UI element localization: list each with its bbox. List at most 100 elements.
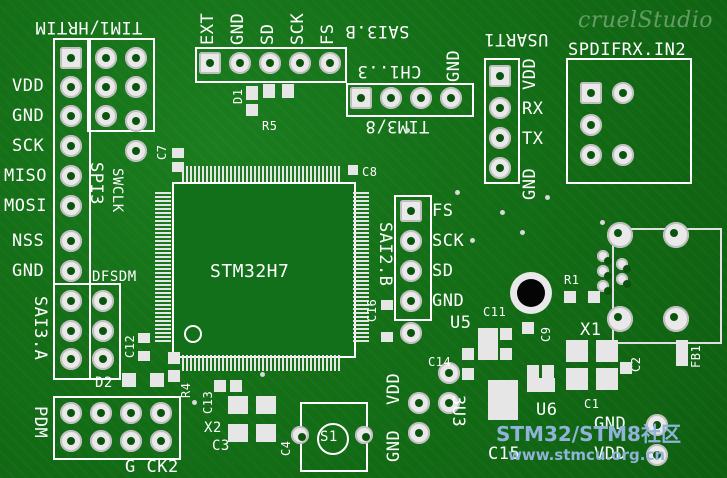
label-s1: S1 (320, 429, 338, 445)
label-ch1-3: CH1..3 (357, 61, 422, 81)
label-c13: C13 (201, 390, 215, 414)
label-sck-top: SCK (288, 12, 308, 45)
pin1-marker (184, 325, 202, 343)
pad-dfsdm-2 (92, 320, 114, 342)
pad-spdif-3 (580, 114, 602, 136)
smd-x1-d (596, 368, 618, 390)
pad-left-2 (60, 76, 82, 98)
pad-spdif-1 (580, 82, 602, 104)
pad-sai2-2 (400, 230, 422, 252)
label-fs-top: FS (318, 23, 338, 45)
smd-u5-a (478, 328, 498, 360)
pad-usart-3 (489, 127, 511, 149)
smd-x2-c (228, 424, 248, 442)
smd-c12-a (138, 333, 150, 343)
pad-usart-2 (489, 97, 511, 119)
smd-c7-a (172, 148, 184, 158)
smd-r1-a (564, 291, 576, 303)
pad-usart-4 (489, 157, 511, 179)
label-r5: R5 (262, 119, 278, 133)
pad-swd-1 (125, 110, 147, 132)
pdm-header-outline (53, 396, 181, 460)
spdif-outline (566, 58, 692, 184)
pad-left-9 (60, 290, 82, 312)
pad-usb-6 (597, 265, 612, 280)
label-nss: NSS (12, 231, 45, 251)
pad-sai2-4 (400, 290, 422, 312)
pad-pdm-6 (90, 430, 112, 452)
usart-header-outline (484, 58, 520, 184)
pad-top-4 (289, 52, 311, 74)
pad-left-4 (60, 135, 82, 157)
label-c16: C16 (365, 298, 379, 322)
smd-r5-b (282, 84, 294, 98)
smd-d2-a (122, 373, 136, 387)
label-c9: C9 (539, 326, 553, 342)
label-x2: X2 (204, 420, 222, 436)
pad-tim-3 (95, 76, 117, 98)
pad-left-7 (60, 230, 82, 252)
pad-top-1 (199, 52, 221, 74)
label-c7: C7 (155, 144, 169, 160)
smd-u5-b (500, 328, 512, 340)
smd-r1-b (588, 291, 600, 303)
pad-dfsdm-1 (92, 290, 114, 312)
label-gnd-tim: GND (444, 49, 464, 82)
label-sd-top: SD (258, 23, 278, 45)
label-gnd2: GND (12, 261, 45, 281)
via-7 (192, 400, 197, 405)
pad-pwr2-1 (646, 414, 668, 436)
pad-tim-4 (125, 76, 147, 98)
label-3u3: 3U3 (448, 395, 468, 428)
pad-usb-2 (663, 222, 689, 248)
pad-tim-2 (125, 47, 147, 69)
label-d1: D1 (231, 88, 245, 104)
mounting-hole (510, 272, 552, 314)
mcu-pins-left (155, 192, 171, 344)
pad-tim-5 (95, 105, 117, 127)
pad-pdm-5 (60, 430, 82, 452)
smd-r4-b (168, 370, 180, 382)
label-c1: C1 (584, 397, 600, 411)
label-sck2: SCK (432, 231, 465, 251)
label-u-gnd: GND (520, 167, 540, 200)
mcu-chip (172, 182, 356, 358)
label-sck: SCK (12, 136, 45, 156)
pad-spdif-5 (612, 144, 634, 166)
label-gck2: G CK2 (125, 457, 179, 477)
label-gnd3: GND (432, 291, 465, 311)
smd-r4-a (168, 352, 180, 364)
pad-pwr-2 (408, 422, 430, 444)
smd-c7-b (172, 162, 184, 172)
label-u-vdd: VDD (520, 57, 540, 90)
label-c11: C11 (483, 305, 507, 319)
pad-usb-1 (607, 222, 633, 248)
watermark-line2: www.stmcu.org.cn (508, 446, 666, 464)
smd-x2-d (256, 424, 276, 442)
pad-spdif-2 (612, 82, 634, 104)
label-c3: C3 (212, 438, 230, 454)
pad-tim-1 (95, 47, 117, 69)
label-gnd-bot: GND (384, 429, 404, 462)
pad-pdm-7 (120, 430, 142, 452)
label-vdd: VDD (12, 76, 45, 96)
pad-tim38-3 (410, 87, 432, 109)
pad-sai2-1 (400, 200, 422, 222)
label-sai3a: SAI3.A (30, 296, 50, 361)
mcu-label: STM32H7 (210, 261, 290, 282)
label-gnd-top: GND (228, 12, 248, 45)
smd-c14-b (462, 368, 474, 380)
smd-c12-b (138, 351, 150, 361)
label-tim3-8: TIM3/8 (365, 116, 430, 136)
label-sd2: SD (432, 261, 454, 281)
smd-c8 (348, 165, 358, 175)
pad-pdm-1 (60, 402, 82, 424)
label-x1: X1 (580, 320, 602, 340)
smd-x2-a (228, 396, 248, 414)
label-d2: D2 (95, 375, 113, 391)
mcu-pins-bottom (182, 355, 342, 371)
pad-sai2-5 (400, 322, 422, 344)
sai3b-header-outline (195, 47, 347, 83)
smd-c14-a (462, 348, 474, 360)
